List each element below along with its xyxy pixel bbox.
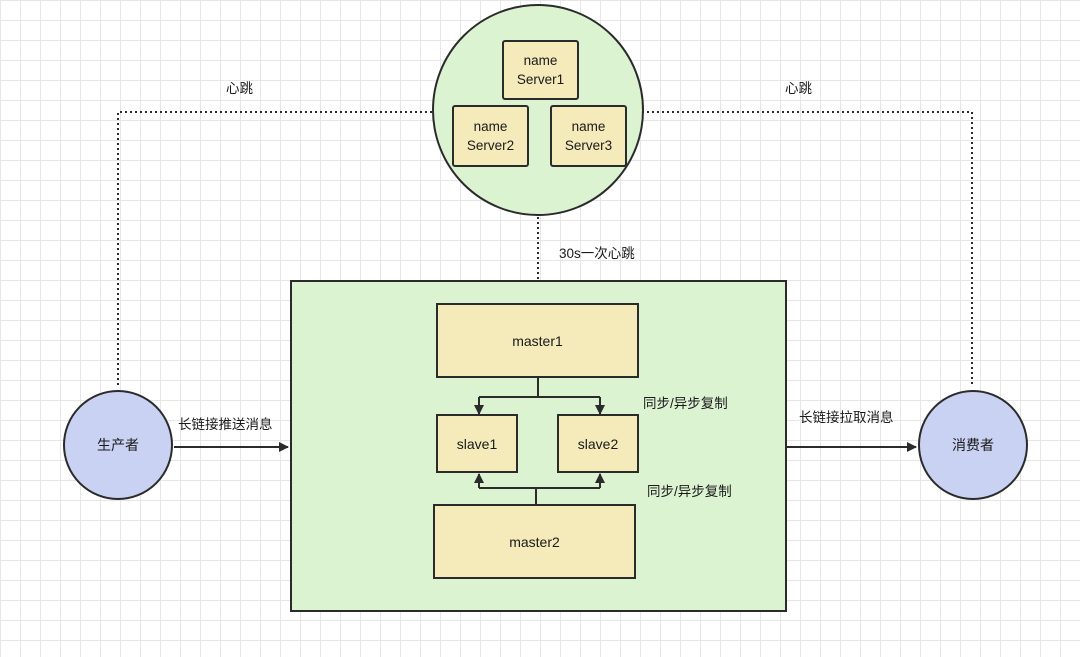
nameserver-3[interactable]: name Server3 [550, 105, 627, 167]
consumer-label: 消费者 [952, 437, 994, 453]
broker-heartbeat-label: 30s一次心跳 [559, 246, 635, 261]
producer-heartbeat-line [117, 111, 438, 385]
slave1-box[interactable]: slave1 [436, 414, 518, 473]
master2-box[interactable]: master2 [433, 504, 636, 579]
master1-label: master1 [512, 332, 563, 349]
consumer-pull-label: 长链接拉取消息 [799, 410, 894, 425]
replication-label-bottom: 同步/异步复制 [647, 484, 732, 499]
master2-replication-line [479, 487, 600, 504]
producer-heartbeat-label: 心跳 [226, 81, 253, 96]
consumer-heartbeat-line [642, 111, 973, 385]
nameserver-3-line1: name [571, 119, 606, 134]
producer-push-label: 长链接推送消息 [178, 417, 273, 432]
nameserver-2[interactable]: name Server2 [452, 105, 529, 167]
producer-node[interactable]: 生产者 [63, 390, 173, 500]
producer-label: 生产者 [97, 437, 139, 453]
nameserver-1[interactable]: name Server1 [502, 40, 579, 100]
nameserver-3-line2: Server3 [564, 138, 613, 153]
nameserver-2-line1: name [473, 119, 508, 134]
slave2-box[interactable]: slave2 [557, 414, 639, 473]
consumer-heartbeat-label: 心跳 [785, 81, 812, 96]
master1-box[interactable]: master1 [436, 303, 639, 378]
master1-replication-line [479, 378, 600, 398]
consumer-node[interactable]: 消费者 [918, 390, 1028, 500]
master2-label: master2 [509, 533, 560, 550]
nameserver-1-line1: name [523, 53, 558, 68]
nameserver-1-line2: Server1 [516, 72, 565, 87]
slave2-label: slave2 [577, 435, 619, 452]
replication-label-top: 同步/异步复制 [643, 396, 728, 411]
slave1-label: slave1 [456, 435, 498, 452]
nameserver-2-line2: Server2 [466, 138, 515, 153]
